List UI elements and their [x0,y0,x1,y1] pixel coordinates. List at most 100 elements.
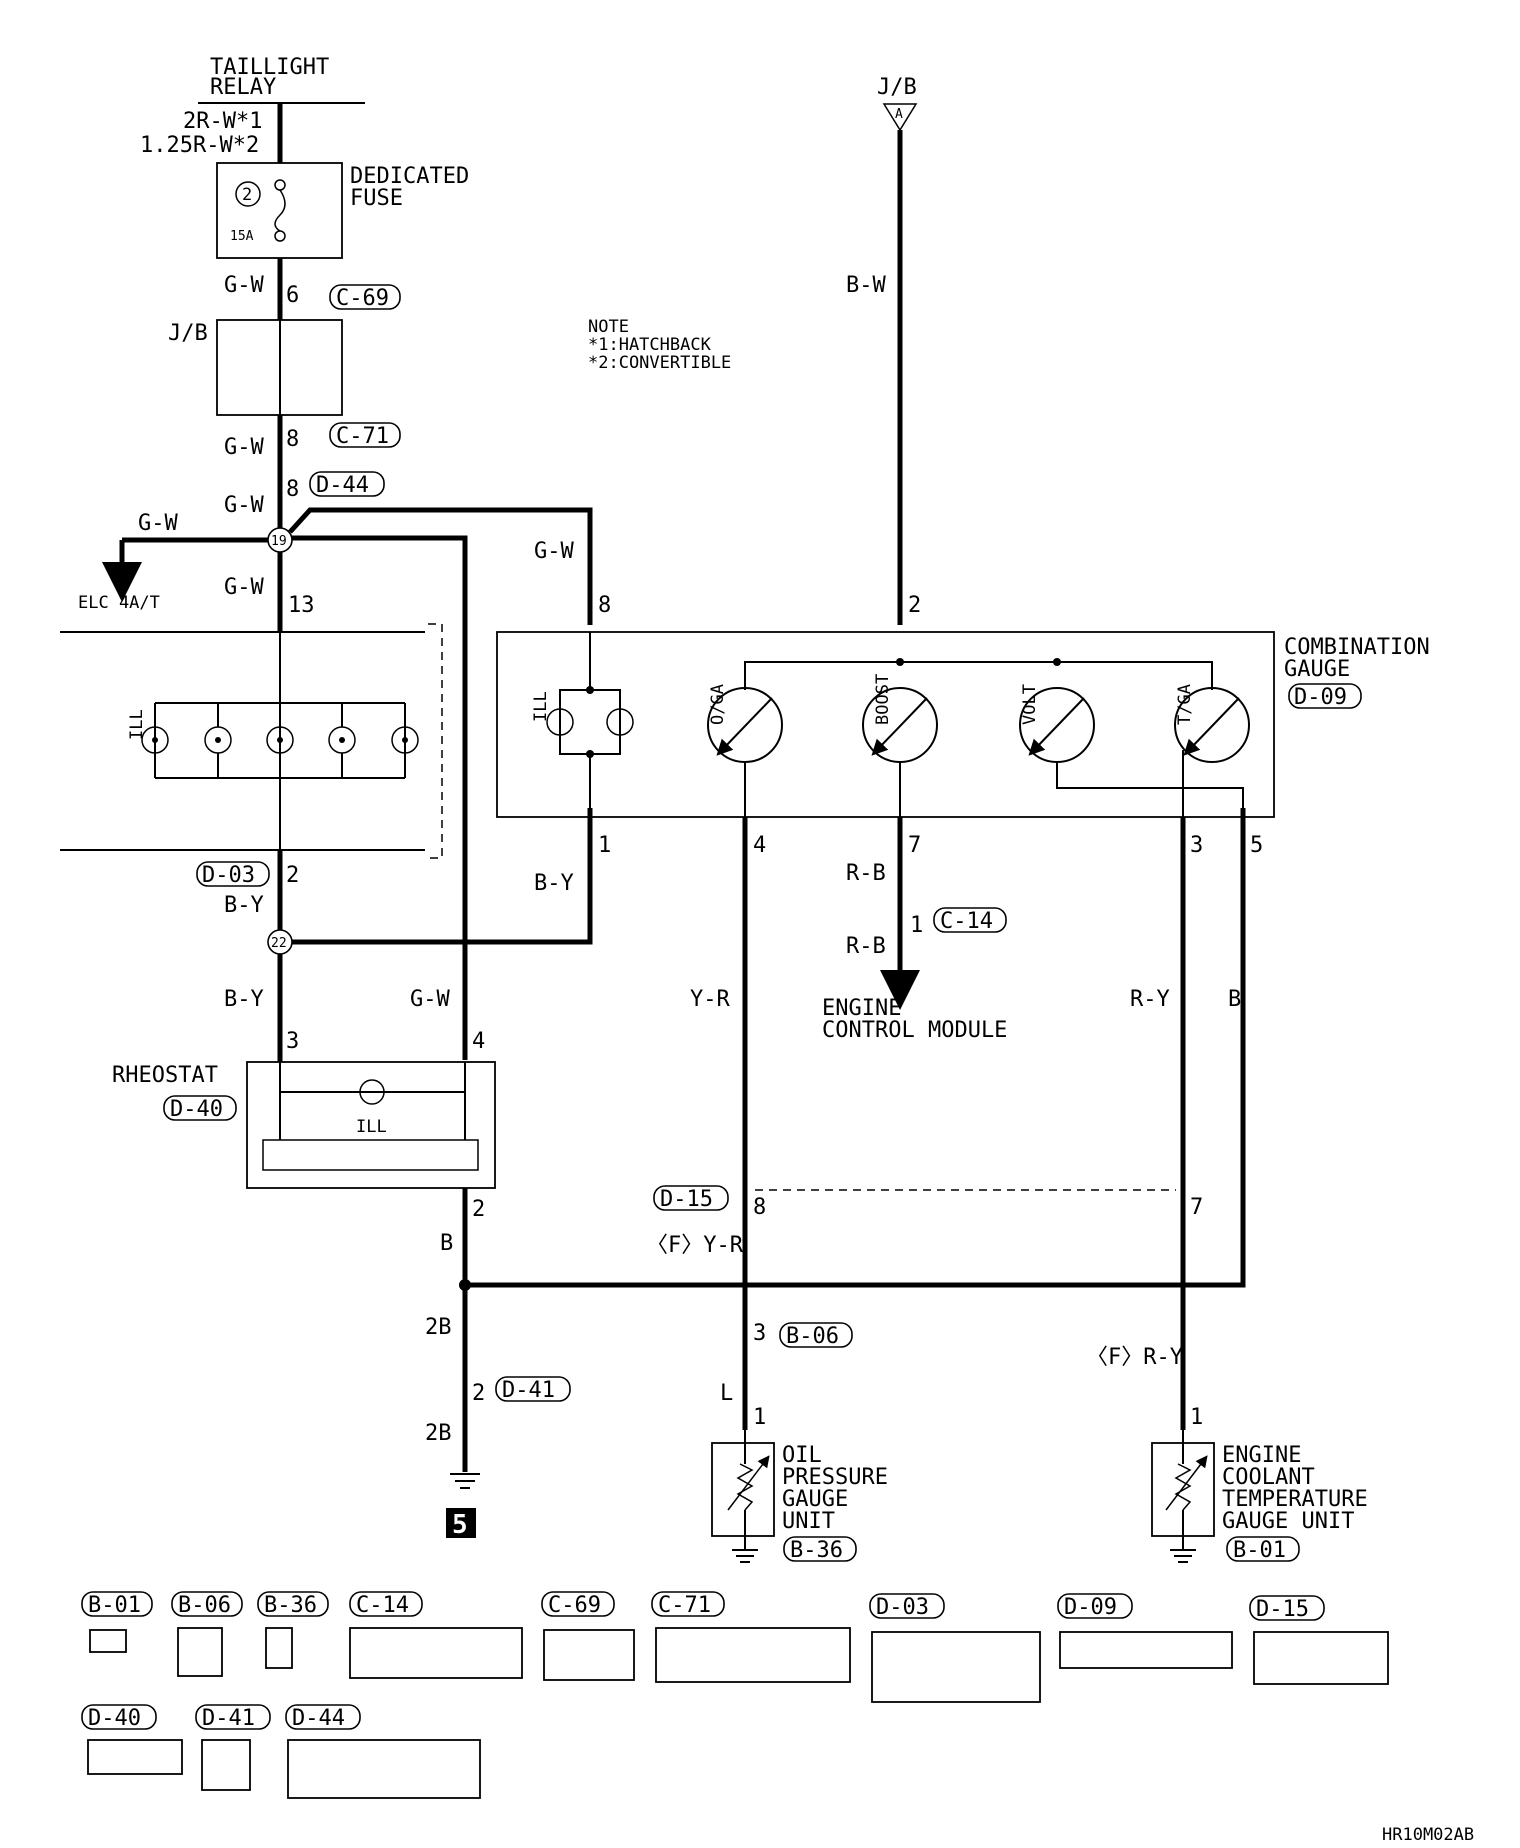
svg-text:D-41: D-41 [202,1706,255,1731]
legend-c14: C-14 [349,1591,523,1679]
ill-label-left: ILL [127,709,147,740]
conn-c69-tag [329,284,401,310]
wire-by-2: B-Y [224,987,264,1012]
jb-top-connector [882,103,918,132]
pin-2b: 2 [472,1197,485,1222]
oil-unit-variable [727,1455,770,1511]
oil-unit-label-2: PRESSURE [782,1465,888,1490]
ground-number: 5 [452,1510,468,1540]
fuse-terminal-bottom [274,230,286,242]
gauge-ill-node-bottom [586,750,594,758]
ill-bulb-3 [266,726,294,754]
rheostat-label: RHEOSTAT [112,1063,218,1088]
conn-d09-tag [1288,683,1362,709]
conn-d15: D-15 [660,1187,713,1212]
conn-b06-tag [779,1322,853,1348]
coolant-unit-ground [1170,1549,1196,1563]
wire-fry: 〈F〉R-Y [1086,1345,1183,1370]
rheostat-bus [279,1062,466,1140]
ill-bulb-leads [217,703,343,778]
svg-text:D-44: D-44 [292,1706,345,1731]
wire-by-1: B-Y [224,893,264,918]
combination-gauge-label-2: GAUGE [1284,657,1350,682]
pin-2c: 2 [472,1381,485,1406]
jb-top-label: J/B [877,75,917,100]
conn-b01: B-01 [1233,1538,1286,1563]
fuse-label-2: FUSE [350,186,403,211]
wire-gw-6: G-W [224,575,264,600]
gauge-tga [1174,687,1250,763]
jb-label: J/B [168,321,208,346]
legend-b36: B-36 [257,1591,329,1669]
rheostat-bulb [359,1079,385,1105]
ill-cluster-dashed [428,623,443,859]
fuse-number-circle [235,181,261,207]
conn-d09: D-09 [1294,685,1347,710]
rheostat-ill: ILL [356,1117,387,1137]
rheostat-resistor [262,1139,479,1171]
svg-text:D-09: D-09 [1064,1595,1117,1620]
taillight-relay-label: TAILLIGHT [210,55,329,80]
pin-2d: 2 [908,593,921,618]
wire-by-3: B-Y [534,871,574,896]
svg-text:C-69: C-69 [548,1593,601,1618]
wire-ry-label: R-Y [1130,987,1170,1012]
svg-text:D-03: D-03 [876,1595,929,1620]
combination-gauge-label-1: COMBINATION [1284,635,1430,660]
pin-5: 5 [1250,833,1263,858]
conn-d03: D-03 [202,863,255,888]
legend-d09: D-09 [1057,1593,1233,1669]
oil-unit-ground [732,1549,758,1563]
svg-text:B-36: B-36 [264,1593,317,1618]
jb-top-pin: A [895,107,903,122]
svg-text:B-06: B-06 [178,1593,231,1618]
pin-4b: 4 [753,833,766,858]
gauge-oga-label: O/GA [708,684,728,725]
wire-bw-label: B-W [846,273,886,298]
coolant-unit-variable [1165,1455,1208,1511]
gauge-ill-label: ILL [531,691,551,722]
wire-gw-1: G-W [224,273,264,298]
coolant-unit-label-3: TEMPERATURE [1222,1487,1368,1512]
gauge-boost-label: BOOST [873,674,893,725]
pin-6: 6 [286,283,299,308]
ecm-label-2: CONTROL MODULE [822,1018,1007,1043]
pin-2a: 2 [286,863,299,888]
ill-bulb-1 [141,726,169,754]
gauge-node-boost [896,658,904,666]
wire-gw-4: G-W [138,511,178,536]
legend-d03: D-03 [869,1593,1041,1703]
fuse-terminal-top [274,179,286,191]
wire-rb-1: R-B [846,861,886,886]
gauge-tga-label: T/GA [1175,684,1195,725]
ill-bulb-4 [328,726,356,754]
conn-d44: D-44 [316,473,369,498]
wire-125rw: 1.25R-W*2 [140,133,259,158]
conn-c71: C-71 [336,424,389,449]
taillight-relay-label-2: RELAY [210,75,276,100]
oil-unit-label-3: GAUGE [782,1487,848,1512]
wire-2b-1: 2B [425,1315,452,1340]
legend-d44: D-44 [285,1704,481,1799]
wire-gw-2: G-W [224,435,264,460]
conn-c71-tag [329,422,401,448]
gauge-ill-bulb-1 [546,708,574,736]
ground-symbol [450,1473,480,1489]
figure-code: HR10M02AB [1382,1825,1474,1845]
gauge-ill-bus [559,632,621,817]
legend-b01: B-01 [81,1591,153,1653]
conn-b36-tag [783,1536,857,1562]
ground-number-box [446,1508,476,1538]
ill-cluster-box [60,631,425,851]
svg-text:D-40: D-40 [88,1706,141,1731]
pin-8c: 8 [598,593,611,618]
oil-unit-label-4: UNIT [782,1509,835,1534]
fuse-rating: 15A [230,229,254,244]
conn-b36: B-36 [790,1538,843,1563]
wire-19-rheostat4 [292,535,468,1060]
wire-gw-5: G-W [534,539,574,564]
wire-yr-label: Y-R [690,987,730,1012]
conn-d44-tag [309,471,385,497]
pin-1c: 1 [753,1405,766,1430]
